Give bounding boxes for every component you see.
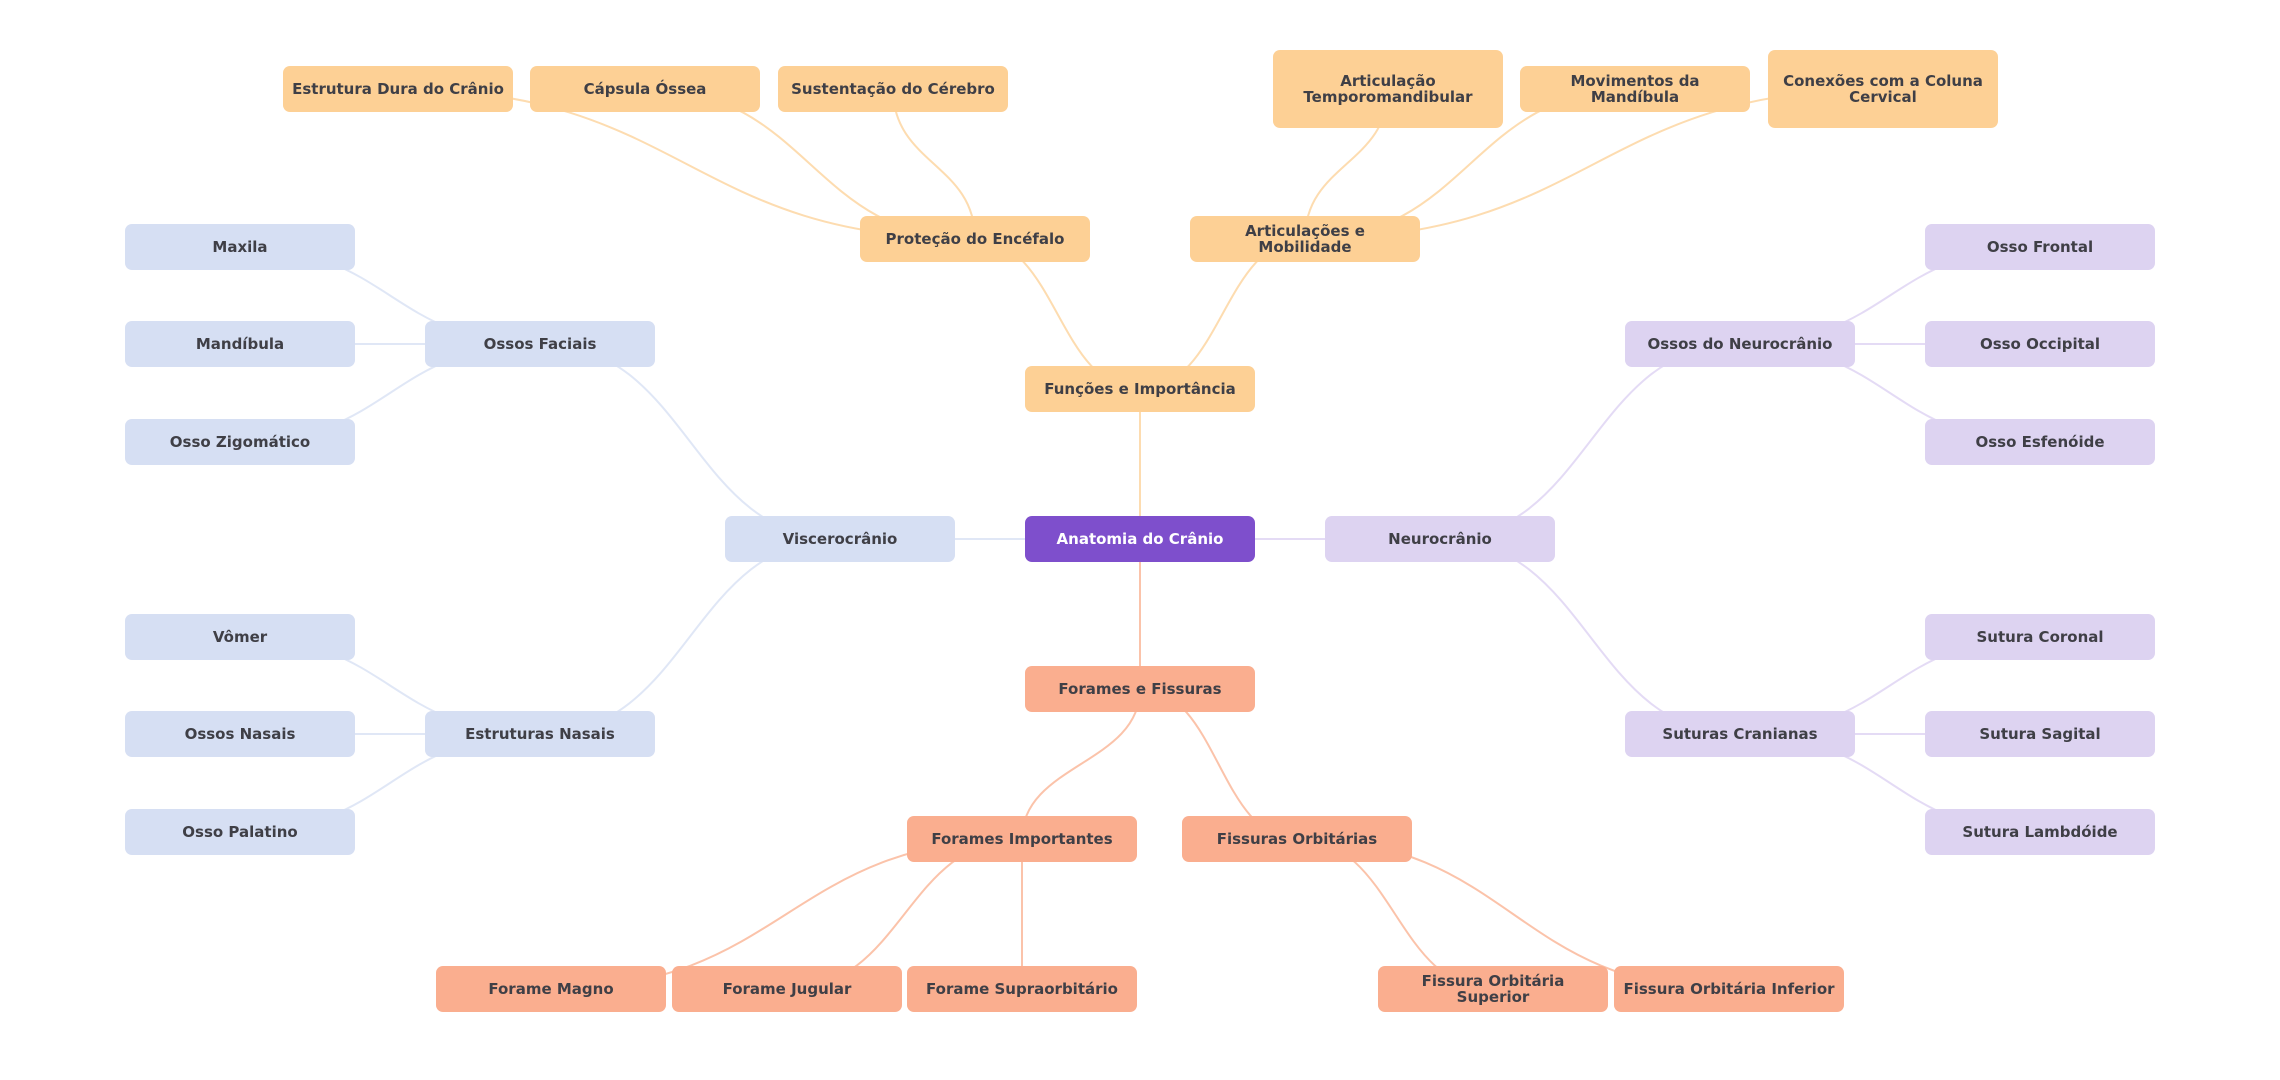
connector-viscerocranio-estruturas_nasais bbox=[539, 538, 841, 735]
node-fissuras-orbitarias[interactable]: Fissuras Orbitárias bbox=[1182, 816, 1412, 862]
node-osso-occipital[interactable]: Osso Occipital bbox=[1925, 321, 2155, 367]
node-neurocranio[interactable]: Neurocrânio bbox=[1325, 516, 1555, 562]
node-forames-e-fissuras[interactable]: Forames e Fissuras bbox=[1025, 666, 1255, 712]
node-capsula-ossea[interactable]: Cápsula Óssea bbox=[530, 66, 760, 112]
node-conexoes-com-a-coluna-cervical[interactable]: Conexões com a Coluna Cervical bbox=[1768, 50, 1998, 128]
root-node-anatomia-do-cranio[interactable]: Anatomia do Crânio bbox=[1025, 516, 1255, 562]
node-estrutura-dura-do-cranio[interactable]: Estrutura Dura do Crânio bbox=[283, 66, 513, 112]
connector-neurocranio-suturas bbox=[1439, 538, 1741, 735]
node-osso-esfenoide[interactable]: Osso Esfenóide bbox=[1925, 419, 2155, 465]
node-funcoes-e-importancia[interactable]: Funções e Importância bbox=[1025, 366, 1255, 412]
node-articulacoes-e-mobilidade[interactable]: Articulações e Mobilidade bbox=[1190, 216, 1420, 262]
node-vomer[interactable]: Vômer bbox=[125, 614, 355, 660]
node-estruturas-nasais[interactable]: Estruturas Nasais bbox=[425, 711, 655, 757]
node-forame-supraorbitario[interactable]: Forame Supraorbitário bbox=[907, 966, 1137, 1012]
node-protecao-do-encefalo[interactable]: Proteção do Encéfalo bbox=[860, 216, 1090, 262]
connector-viscerocranio-ossos_faciais bbox=[539, 343, 841, 540]
node-forame-magno[interactable]: Forame Magno bbox=[436, 966, 666, 1012]
node-ossos-nasais[interactable]: Ossos Nasais bbox=[125, 711, 355, 757]
node-mandibula[interactable]: Mandíbula bbox=[125, 321, 355, 367]
node-fissura-orbitaria-superior[interactable]: Fissura Orbitária Superior bbox=[1378, 966, 1608, 1012]
node-viscerocranio[interactable]: Viscerocrânio bbox=[725, 516, 955, 562]
node-maxila[interactable]: Maxila bbox=[125, 224, 355, 270]
node-osso-frontal[interactable]: Osso Frontal bbox=[1925, 224, 2155, 270]
node-ossos-faciais[interactable]: Ossos Faciais bbox=[425, 321, 655, 367]
connector-protecao-sustentacao bbox=[892, 88, 976, 240]
node-sutura-sagital[interactable]: Sutura Sagital bbox=[1925, 711, 2155, 757]
node-forame-jugular[interactable]: Forame Jugular bbox=[672, 966, 902, 1012]
node-sutura-coronal[interactable]: Sutura Coronal bbox=[1925, 614, 2155, 660]
node-ossos-do-neurocranio[interactable]: Ossos do Neurocrânio bbox=[1625, 321, 1855, 367]
node-sutura-lambdoide[interactable]: Sutura Lambdóide bbox=[1925, 809, 2155, 855]
node-articulacao-temporomandibular[interactable]: Articulação Temporomandibular bbox=[1273, 50, 1503, 128]
node-sustentacao-do-cerebro[interactable]: Sustentação do Cérebro bbox=[778, 66, 1008, 112]
node-osso-zigomatico[interactable]: Osso Zigomático bbox=[125, 419, 355, 465]
connector-neurocranio-ossos_neuro bbox=[1439, 343, 1741, 540]
node-movimentos-da-mandibula[interactable]: Movimentos da Mandíbula bbox=[1520, 66, 1750, 112]
node-forames-importantes[interactable]: Forames Importantes bbox=[907, 816, 1137, 862]
connector-forames_fissuras-forames_imp bbox=[1021, 688, 1141, 840]
node-suturas-cranianas[interactable]: Suturas Cranianas bbox=[1625, 711, 1855, 757]
node-osso-palatino[interactable]: Osso Palatino bbox=[125, 809, 355, 855]
node-fissura-orbitaria-inferior[interactable]: Fissura Orbitária Inferior bbox=[1614, 966, 1844, 1012]
